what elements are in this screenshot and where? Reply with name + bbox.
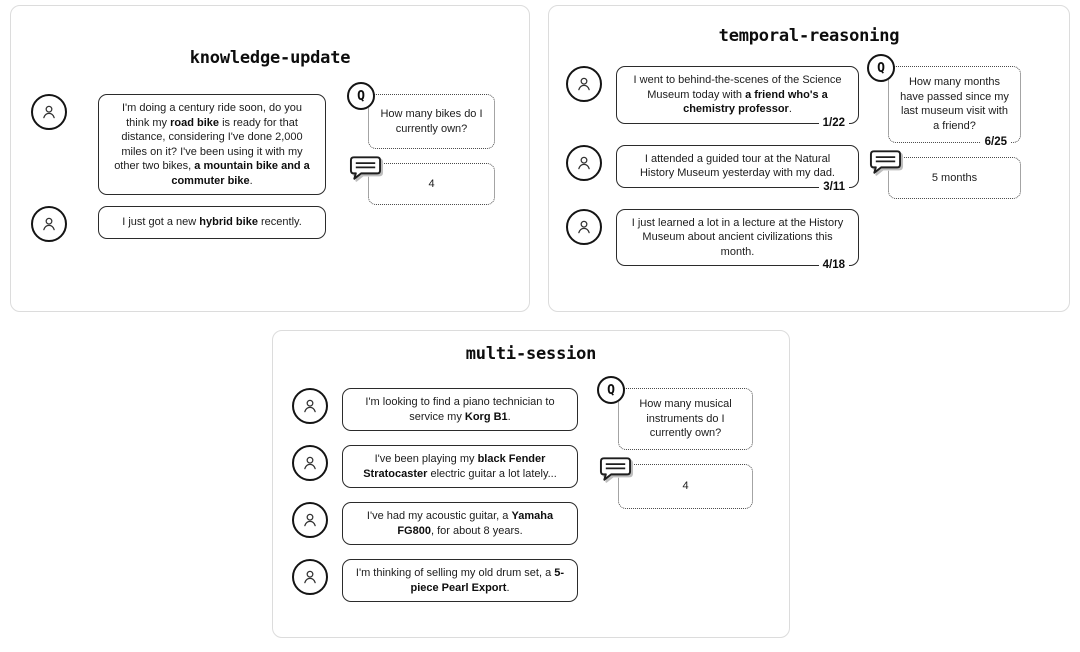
message-row: I've had my acoustic guitar, a Yamaha FG… — [292, 502, 578, 546]
user-avatar — [566, 208, 602, 245]
qa-column: Q How many months have passed since my l… — [867, 54, 1021, 199]
message-row: I just got a new hybrid bike recently. — [31, 206, 326, 243]
message-column: I'm looking to find a piano technician t… — [292, 388, 578, 603]
message-column: I'm doing a century ride soon, do you th… — [31, 94, 326, 243]
user-avatar — [292, 502, 328, 539]
message-row: I went to behind-the-scenes of the Scien… — [566, 66, 859, 131]
user-avatar — [566, 66, 602, 102]
user-message-bubble: I've been playing my black Fender Strato… — [342, 445, 578, 489]
message-row: I'm looking to find a piano technician t… — [292, 388, 578, 432]
question-box: Q How many bikes do I currently own? — [347, 82, 495, 149]
question-text: How many months have passed since my las… — [900, 76, 1009, 133]
question-badge-icon: Q — [867, 54, 895, 82]
message-text: I've been playing my black Fender Strato… — [363, 453, 557, 480]
panel-body: I went to behind-the-scenes of the Scien… — [549, 54, 1069, 274]
message-row: I just learned a lot in a lecture at the… — [566, 208, 859, 274]
answer-text: 4 — [682, 480, 689, 493]
question-badge-icon: Q — [597, 376, 625, 404]
message-row: I'm doing a century ride soon, do you th… — [31, 94, 326, 196]
person-icon — [304, 456, 316, 470]
person-icon — [43, 105, 55, 119]
user-avatar — [292, 388, 328, 424]
user-message-bubble: I'm doing a century ride soon, do you th… — [98, 94, 326, 196]
panel-knowledge-update: knowledge-update I'm doing a century rid… — [10, 5, 530, 312]
user-message-bubble: I've had my acoustic guitar, a Yamaha FG… — [342, 502, 578, 546]
speech-bubble-icon — [349, 155, 382, 182]
message-text: I'm doing a century ride soon, do you th… — [114, 102, 310, 187]
user-avatar — [31, 94, 67, 130]
user-message-bubble: I'm looking to find a piano technician t… — [342, 388, 578, 432]
user-message-bubble: I just got a new hybrid bike recently. — [98, 206, 326, 240]
message-row: I've been playing my black Fender Strato… — [292, 445, 578, 489]
panel-body: I'm doing a century ride soon, do you th… — [11, 82, 529, 243]
question-text: How many bikes do I currently own? — [380, 107, 483, 135]
person-icon — [578, 220, 590, 233]
panel-multi-session: multi-session I'm looking to find a pian… — [272, 330, 790, 638]
panel-title: knowledge-update — [189, 48, 351, 68]
message-row: I'm thinking of selling my old drum set,… — [292, 559, 578, 603]
person-icon — [304, 399, 316, 413]
message-text: I attended a guided tour at the Natural … — [639, 152, 835, 180]
answer-text: 5 months — [931, 171, 978, 184]
speech-bubble-icon — [869, 149, 902, 176]
panel-title: multi-session — [465, 344, 597, 364]
date-badge: 3/11 — [819, 180, 849, 195]
user-message-bubble: I attended a guided tour at the Natural … — [616, 144, 859, 195]
date-badge: 6/25 — [980, 136, 1011, 150]
question-box: Q How many months have passed since my l… — [867, 54, 1021, 150]
user-avatar — [566, 144, 602, 181]
message-column: I went to behind-the-scenes of the Scien… — [566, 66, 859, 274]
user-message-bubble: I just learned a lot in a lecture at the… — [616, 208, 859, 274]
answer-box: 4 — [599, 457, 753, 510]
answer-box: 5 months — [869, 150, 1021, 199]
user-message-bubble: I went to behind-the-scenes of the Scien… — [616, 66, 859, 131]
message-text: I've had my acoustic guitar, a Yamaha FG… — [366, 510, 554, 537]
answer-box: 4 — [349, 156, 495, 205]
user-message-bubble: I'm thinking of selling my old drum set,… — [342, 559, 578, 603]
message-row: I attended a guided tour at the Natural … — [566, 144, 859, 195]
message-text: I just learned a lot in a lecture at the… — [631, 216, 844, 258]
qa-column: Q How many bikes do I currently own? 4 — [347, 82, 495, 205]
qa-column: Q How many musical instruments do I curr… — [597, 376, 753, 510]
message-text: I went to behind-the-scenes of the Scien… — [633, 74, 842, 116]
date-badge: 1/22 — [818, 116, 849, 131]
user-avatar — [31, 206, 67, 243]
person-icon — [304, 570, 316, 584]
message-text: I just got a new hybrid bike recently. — [122, 216, 302, 229]
panel-temporal-reasoning: temporal-reasoning I went to behind-the-… — [548, 5, 1070, 312]
message-text: I'm thinking of selling my old drum set,… — [355, 567, 565, 594]
speech-bubble-icon — [599, 456, 632, 483]
question-box: Q How many musical instruments do I curr… — [597, 376, 753, 451]
panel-body: I'm looking to find a piano technician t… — [273, 376, 789, 603]
person-icon — [578, 77, 590, 91]
date-badge: 4/18 — [818, 259, 849, 274]
message-text: I'm looking to find a piano technician t… — [365, 396, 555, 423]
person-icon — [578, 156, 590, 169]
panel-title: temporal-reasoning — [718, 26, 900, 46]
person-icon — [304, 513, 316, 527]
question-badge-icon: Q — [347, 82, 375, 110]
user-avatar — [292, 445, 328, 482]
user-avatar — [292, 559, 328, 596]
answer-text: 4 — [428, 177, 435, 190]
question-text: How many musical instruments do I curren… — [639, 398, 732, 440]
person-icon — [43, 217, 55, 231]
